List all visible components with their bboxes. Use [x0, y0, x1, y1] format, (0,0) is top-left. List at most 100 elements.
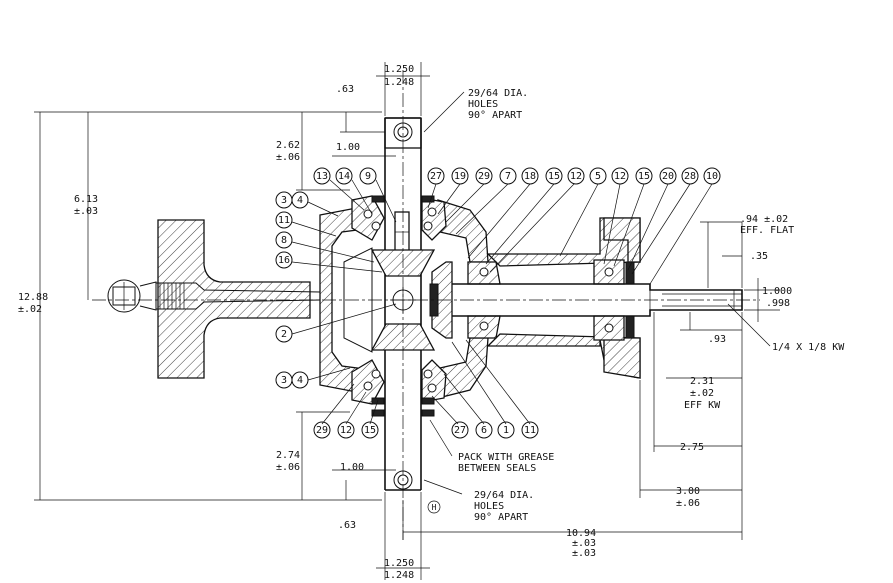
- balloon-15-top: 15: [545, 167, 563, 185]
- overall-height: 12.88: [18, 292, 48, 303]
- svg-text:9: 9: [365, 171, 371, 182]
- svg-text:10: 10: [706, 171, 718, 182]
- bottom-hole-offset: .63: [338, 520, 356, 531]
- bearings: [351, 195, 635, 417]
- balloon-20: 20: [659, 167, 677, 185]
- half-height-tol: ±.03: [74, 206, 98, 217]
- top-hole-note-3: 90° APART: [468, 110, 522, 121]
- svg-text:19: 19: [454, 171, 466, 182]
- svg-text:1: 1: [503, 425, 509, 436]
- grease-note-1: PACK WITH GREASE: [458, 452, 554, 463]
- svg-text:28: 28: [684, 171, 696, 182]
- balloon-4-top: 4: [291, 191, 309, 209]
- left-flange: [157, 219, 311, 379]
- dimension-text: 1.250 1.248 .63 29/64 DIA. HOLES 90° APA…: [18, 64, 845, 581]
- top-hole-spacing: 1.00: [336, 142, 360, 153]
- balloon-18: 18: [521, 167, 539, 185]
- balloon-6: 6: [475, 421, 493, 439]
- center-housing-lower-right: [437, 337, 489, 399]
- input-connector: [107, 279, 321, 313]
- top-shaft-dia-min: 1.248: [384, 77, 414, 88]
- svg-text:20: 20: [662, 171, 674, 182]
- output-step: .93: [708, 334, 726, 345]
- balloon-9: 9: [359, 167, 377, 185]
- svg-text:27: 27: [430, 171, 442, 182]
- balloon-12-top-a: 12: [567, 167, 585, 185]
- balloon-29-bottom: 29: [313, 421, 331, 439]
- svg-text:11: 11: [524, 425, 536, 436]
- key-length: 2.31: [690, 376, 714, 387]
- top-hole-note-2: HOLES: [468, 99, 498, 110]
- balloon-3-bottom: 3: [275, 371, 293, 389]
- svg-text:18: 18: [524, 171, 536, 182]
- top-ext-tol: ±.06: [276, 152, 300, 163]
- part-balloons: 13 14 9 27 19 29 7 18 15 12 5 12 15 20 2…: [275, 167, 721, 439]
- balloon-7: 7: [499, 167, 517, 185]
- svg-text:8: 8: [281, 235, 287, 246]
- top-ext: 2.62: [276, 140, 300, 151]
- balloon-28: 28: [681, 167, 699, 185]
- flat-length: .94 ±.02: [740, 214, 788, 225]
- svg-text:29: 29: [316, 425, 328, 436]
- output-ext-1: 2.75: [680, 442, 704, 453]
- balloon-1: 1: [497, 421, 515, 439]
- right-flange-lower: [603, 337, 641, 379]
- overall-length-tol-1: ±.03: [572, 538, 596, 549]
- svg-text:15: 15: [364, 425, 376, 436]
- flat-offset: .35: [750, 251, 768, 262]
- svg-text:15: 15: [638, 171, 650, 182]
- top-hole-offset: .63: [336, 84, 354, 95]
- balloon-5: 5: [589, 167, 607, 185]
- svg-text:11: 11: [278, 215, 290, 226]
- bottom-ext-tol: ±.06: [276, 462, 300, 473]
- bottom-shaft-dia-max: 1.250: [384, 558, 414, 569]
- output-ext-2: 3.00: [676, 486, 700, 497]
- balloon-8: 8: [275, 231, 293, 249]
- key-label: EFF KW: [684, 400, 721, 411]
- balloon-3-top: 3: [275, 191, 293, 209]
- balloon-15-top-b: 15: [635, 167, 653, 185]
- svg-text:3: 3: [281, 375, 287, 386]
- svg-text:29: 29: [478, 171, 490, 182]
- bottom-hole-note-2: HOLES: [474, 501, 504, 512]
- balloon-12-bottom: 12: [337, 421, 355, 439]
- overall-height-tol: ±.02: [18, 304, 42, 315]
- flat-label: EFF. FLAT: [740, 225, 794, 236]
- half-height: 6.13: [74, 194, 98, 205]
- balloon-27-top: 27: [427, 167, 445, 185]
- balloon-10: 10: [703, 167, 721, 185]
- svg-text:7: 7: [505, 171, 511, 182]
- svg-text:5: 5: [595, 171, 601, 182]
- svg-text:12: 12: [340, 425, 352, 436]
- overall-length-tol-2: ±.03: [572, 548, 596, 559]
- balloon-12-top-b: 12: [611, 167, 629, 185]
- bottom-hole-spacing: 1.00: [340, 462, 364, 473]
- balloon-2: 2: [275, 325, 293, 343]
- top-hole-note-1: 29/64 DIA.: [468, 88, 528, 99]
- svg-text:12: 12: [570, 171, 582, 182]
- svg-text:2: 2: [281, 329, 287, 340]
- svg-text:14: 14: [338, 171, 350, 182]
- svg-text:6: 6: [481, 425, 487, 436]
- svg-text:3: 3: [281, 195, 287, 206]
- svg-text:16: 16: [278, 255, 290, 266]
- balloon-16: 16: [275, 251, 293, 269]
- svg-text:13: 13: [316, 171, 328, 182]
- balloon-13: 13: [313, 167, 331, 185]
- bottom-shaft-dia-min: 1.248: [384, 570, 414, 581]
- balloon-4-bottom: 4: [291, 371, 309, 389]
- balloon-11-left: 11: [275, 211, 293, 229]
- dimension-lines: [34, 62, 780, 580]
- svg-text:27: 27: [454, 425, 466, 436]
- mark-h: H: [432, 503, 437, 512]
- svg-text:12: 12: [614, 171, 626, 182]
- bottom-ext: 2.74: [276, 450, 300, 461]
- svg-text:4: 4: [297, 375, 303, 386]
- top-shaft-dia-max: 1.250: [384, 64, 414, 75]
- balloon-11-bottom: 11: [521, 421, 539, 439]
- balloon-27-bottom: 27: [451, 421, 469, 439]
- bottom-hole-note-3: 90° APART: [474, 512, 528, 523]
- keyway-note: 1/4 X 1/8 KW: [772, 342, 845, 353]
- svg-text:4: 4: [297, 195, 303, 206]
